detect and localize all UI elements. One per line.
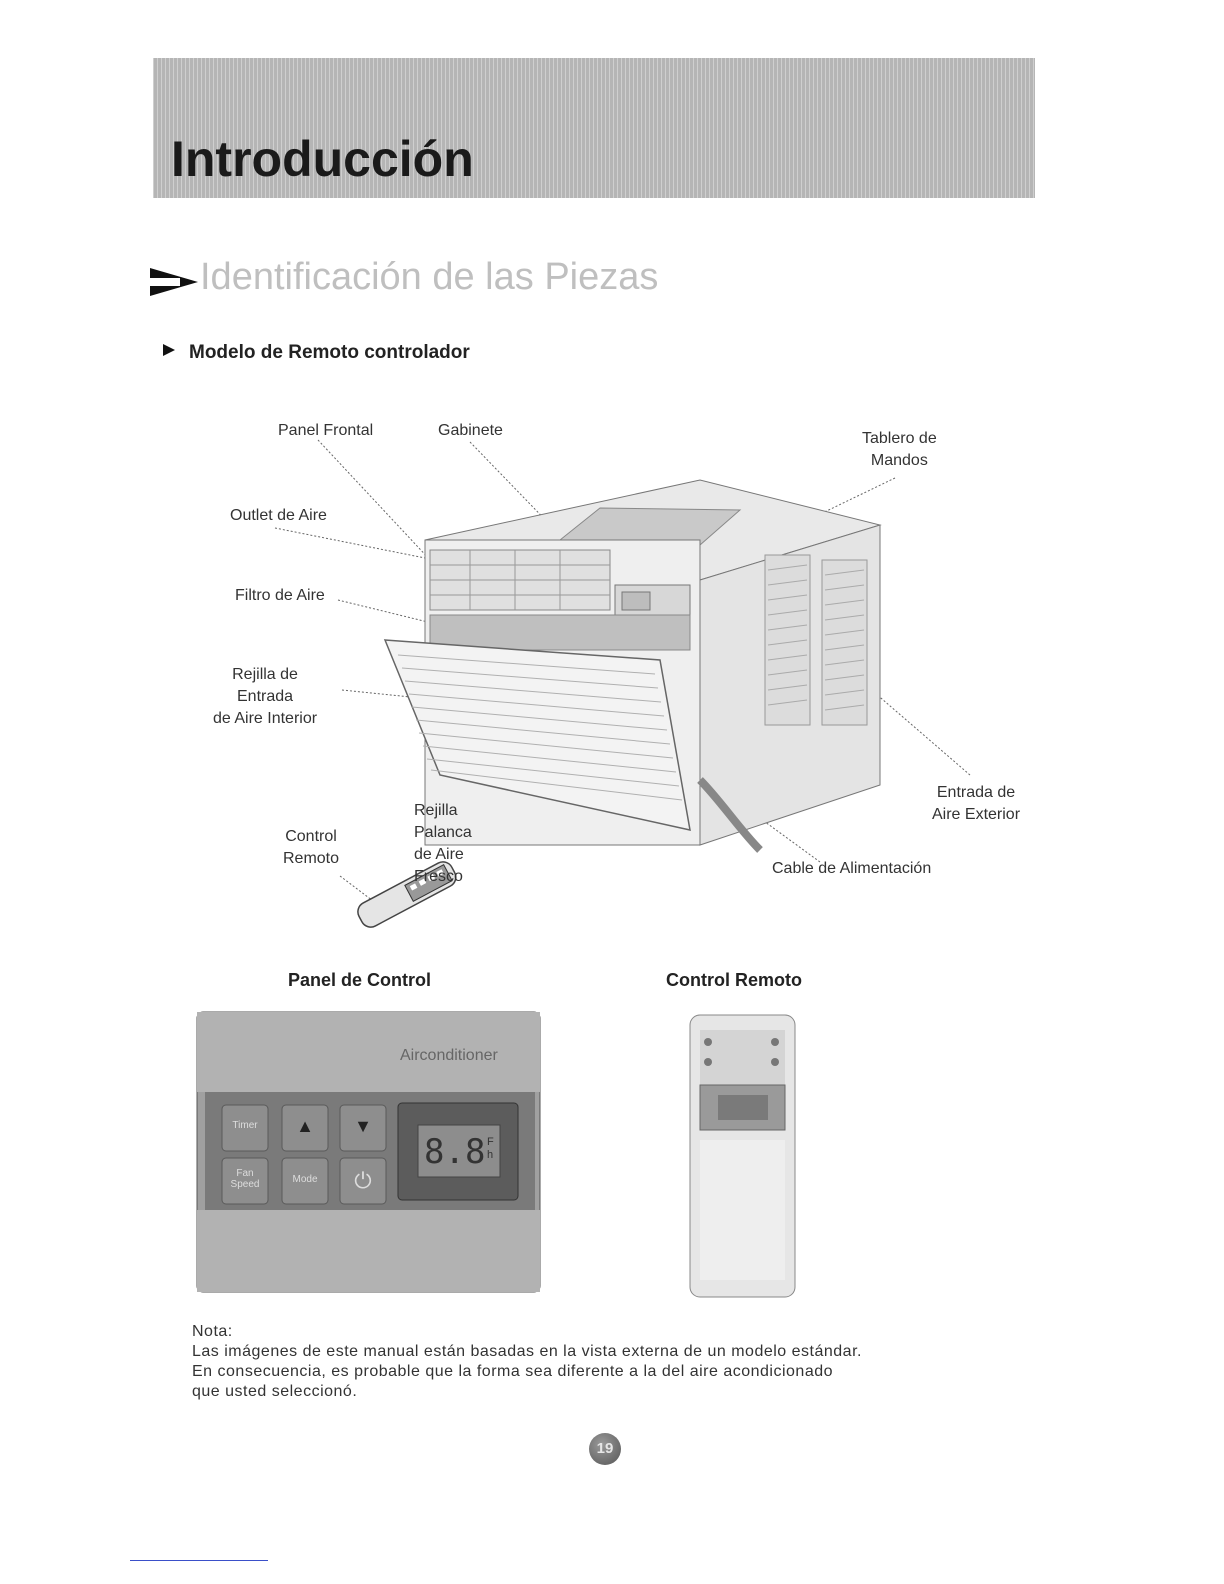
remote-control-image — [690, 1015, 795, 1297]
power-icon: ⏻ — [340, 1168, 386, 1194]
label-line: Fresco — [414, 866, 472, 888]
air-conditioner-unit — [385, 480, 880, 850]
label-gabinete: Gabinete — [438, 420, 503, 442]
label-line: Entrada de — [932, 782, 1020, 804]
label-line: Entrada — [213, 686, 317, 708]
label-line: Aire Exterior — [932, 804, 1020, 826]
down-arrow-icon: ▼ — [340, 1116, 386, 1137]
label-line: de Aire Interior — [213, 708, 317, 730]
panel-brand-text: Airconditioner — [400, 1047, 498, 1065]
note-heading: Nota: — [192, 1322, 862, 1342]
unit-f: F — [487, 1136, 494, 1149]
caption-panel-control: Panel de Control — [288, 970, 431, 991]
footer-rule — [130, 1560, 268, 1561]
up-arrow-icon: ▲ — [282, 1116, 328, 1137]
label-line: Rejilla de — [213, 664, 317, 686]
note-line: Las imágenes de este manual están basada… — [192, 1342, 862, 1362]
label-line: Palanca — [414, 822, 472, 844]
panel-display-digits: 8.8 — [424, 1132, 485, 1172]
note-line: que usted seleccionó. — [192, 1382, 862, 1402]
label-rejilla-entrada: Rejilla de Entrada de Aire Interior — [213, 664, 317, 730]
label-entrada-exterior: Entrada de Aire Exterior — [932, 782, 1020, 826]
label-panel-frontal: Panel Frontal — [278, 420, 373, 442]
caption-control-remoto: Control Remoto — [666, 970, 802, 991]
panel-display-units: F h — [487, 1136, 494, 1162]
fan-speed-button: Fan Speed — [222, 1168, 268, 1190]
label-line: Tablero de — [862, 428, 937, 450]
label-cable-alimentacion: Cable de Alimentación — [772, 858, 931, 880]
mode-button: Mode — [282, 1174, 328, 1185]
label-tablero-mandos: Tablero de Mandos — [862, 428, 937, 472]
label-control-remoto: Control Remoto — [283, 826, 339, 870]
unit-h: h — [487, 1149, 494, 1162]
label-line: de Aire — [414, 844, 472, 866]
label-line: Control — [283, 826, 339, 848]
label-line: Mandos — [862, 450, 937, 472]
label-filtro-aire: Filtro de Aire — [235, 585, 325, 607]
note-line: En consecuencia, es probable que la form… — [192, 1362, 862, 1382]
label-outlet-aire: Outlet de Aire — [230, 505, 327, 527]
note-block: Nota: Las imágenes de este manual están … — [192, 1322, 862, 1402]
timer-button: Timer — [222, 1120, 268, 1131]
label-rejilla-palanca: Rejilla Palanca de Aire Fresco — [414, 800, 472, 888]
label-line: Remoto — [283, 848, 339, 870]
label-line: Rejilla — [414, 800, 472, 822]
page-number: 19 — [589, 1433, 621, 1465]
